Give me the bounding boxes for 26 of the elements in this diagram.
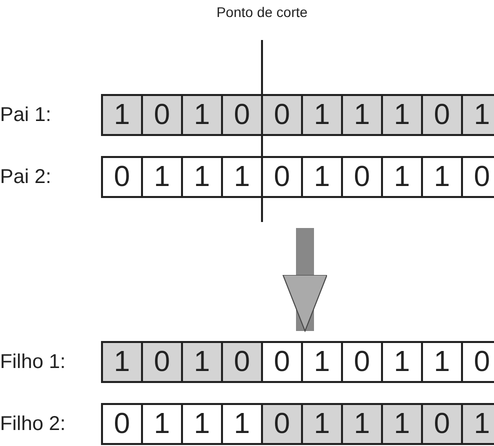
bit-cell: 1 xyxy=(383,96,423,134)
bit-cell: 0 xyxy=(223,96,263,134)
bit-cell: 0 xyxy=(263,96,303,134)
row-label: Pai 1: xyxy=(0,104,52,126)
row-label: Filho 2: xyxy=(0,412,66,436)
cut-point-label: Ponto de corte xyxy=(215,4,309,20)
bit-cell: 1 xyxy=(343,96,383,134)
bit-cell: 1 xyxy=(303,96,343,134)
bit-cell: 1 xyxy=(463,96,494,134)
bit-cell: 0 xyxy=(263,405,303,443)
bit-cell: 1 xyxy=(343,405,383,443)
bit-cell: 1 xyxy=(463,405,494,443)
bit-cell: 0 xyxy=(143,96,183,134)
bit-cell: 0 xyxy=(223,343,263,381)
block-arrow xyxy=(282,228,328,332)
bit-cell: 0 xyxy=(423,96,463,134)
row-label: Pai 2: xyxy=(0,166,52,188)
bit-cell: 1 xyxy=(383,405,423,443)
bit-cell: 1 xyxy=(183,96,223,134)
bit-cell: 1 xyxy=(103,96,143,134)
bit-cell: 0 xyxy=(143,343,183,381)
row-label: Filho 1: xyxy=(0,350,66,374)
bit-cell: 1 xyxy=(183,343,223,381)
bit-cell: 1 xyxy=(303,405,343,443)
bit-cell: 0 xyxy=(423,405,463,443)
bit-cell: 1 xyxy=(103,343,143,381)
